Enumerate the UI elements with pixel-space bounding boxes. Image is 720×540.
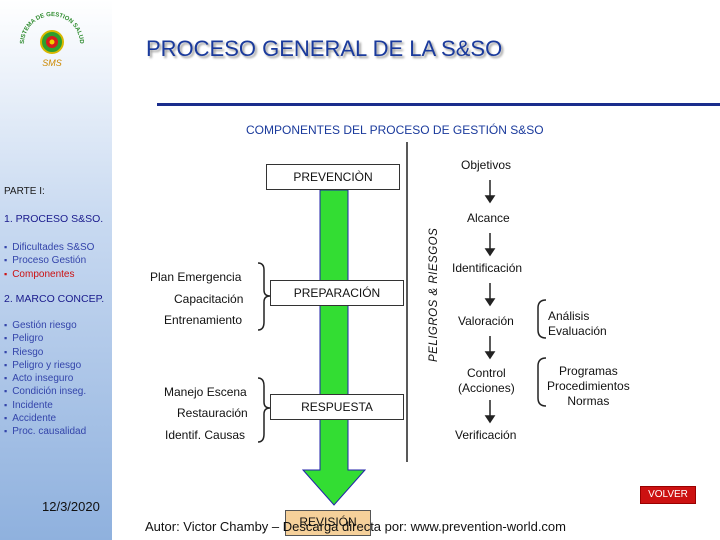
nav-item-peligro-y-riesgo[interactable]: Peligro y riesgo [4, 359, 86, 372]
flow-arrow [484, 298, 496, 307]
sms-logo: SISTEMA DE GESTION SALUD SMS [20, 12, 84, 68]
section2-link[interactable]: 2. MARCO CONCEP. [4, 293, 105, 305]
flow-objetivos: Objetivos [461, 158, 512, 172]
flow-verificacion: Verificación [455, 428, 517, 442]
part-label: PARTE I: [4, 186, 45, 197]
prep-item-capacitacion: Capacitación [174, 292, 244, 306]
nav-item-proc-causalidad[interactable]: Proc. causalidad [4, 425, 86, 438]
nav-item-proceso-gestion[interactable]: Proceso Gestión [4, 254, 94, 267]
nav-item-incidente[interactable]: Incidente [4, 399, 86, 412]
control-bracket [537, 357, 547, 407]
resp-item-restauracion: Restauración [177, 406, 248, 420]
flow-alcance: Alcance [467, 211, 510, 225]
nav-item-dificultades[interactable]: Dificultades S&SO [4, 241, 94, 254]
valoracion-bracket [537, 299, 547, 339]
control-detail: Programas Procedimientos Normas [547, 364, 630, 408]
flow-arrow [484, 415, 496, 424]
logo-text: SMS [42, 58, 62, 68]
title-divider [157, 103, 720, 106]
flow-arrow [484, 248, 496, 257]
footer-date: 12/3/2020 [42, 499, 100, 514]
nav-item-condicion-insegura[interactable]: Condición inseg. [4, 385, 86, 398]
page-subtitle: COMPONENTES DEL PROCESO DE GESTIÓN S&SO [246, 123, 544, 137]
preparacion-box: PREPARACIÓN [270, 280, 404, 306]
flow-valoracion: Valoración [458, 314, 514, 328]
flow-arrow [484, 351, 496, 360]
preparacion-brace [257, 262, 271, 331]
prep-item-plan-emergencia: Plan Emergencia [150, 270, 242, 284]
respuesta-box: RESPUESTA [270, 394, 404, 420]
footer-author: Autor: Victor Chamby – Descarga directa … [145, 519, 566, 534]
peligros-riesgos-label: PELIGROS & RIESGOS [428, 227, 440, 362]
revision-box: REVISIÓN [285, 510, 371, 536]
nav-item-peligro[interactable]: Peligro [4, 332, 86, 345]
resp-item-manejo-escena: Manejo Escena [164, 385, 247, 399]
section1-list: Dificultades S&SO Proceso Gestión Compon… [4, 241, 94, 281]
nav-item-componentes[interactable]: Componentes [4, 268, 94, 281]
section2-list: Gestión riesgo Peligro Riesgo Peligro y … [4, 319, 86, 439]
flow-control: Control (Acciones) [458, 366, 515, 395]
flow-identificacion: Identificación [452, 261, 523, 275]
respuesta-brace [257, 377, 271, 443]
nav-item-gestion-riesgo[interactable]: Gestión riesgo [4, 319, 86, 332]
section1-link[interactable]: 1. PROCESO S&SO. [4, 213, 104, 225]
resp-item-identif-causas: Identif. Causas [165, 428, 246, 442]
nav-item-riesgo[interactable]: Riesgo [4, 346, 86, 359]
page-title: PROCESO GENERAL DE LA S&SO [146, 36, 503, 61]
prevencion-box: PREVENCIÒN [266, 164, 400, 190]
volver-button[interactable]: VOLVER [640, 486, 696, 504]
flow-arrow [484, 195, 496, 204]
process-flow-arrow [301, 189, 367, 506]
nav-item-acto-inseguro[interactable]: Acto inseguro [4, 372, 86, 385]
prep-item-entrenamiento: Entrenamiento [164, 313, 243, 327]
valoracion-detail: Análisis Evaluación [548, 309, 607, 338]
nav-item-accidente[interactable]: Accidente [4, 412, 86, 425]
